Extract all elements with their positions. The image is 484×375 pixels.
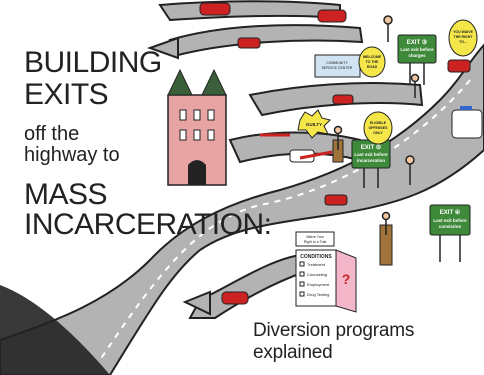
top-exit-road-2 <box>158 0 341 22</box>
police-car <box>451 106 483 139</box>
arrow-left-top <box>147 36 179 60</box>
prison-castle <box>167 68 227 186</box>
svg-text:Counseling: Counseling <box>307 272 327 277</box>
svg-text:Waive Your: Waive Your <box>306 235 324 239</box>
svg-text:?: ? <box>342 271 351 287</box>
top-exit-road-1 <box>168 24 364 57</box>
road-shadow <box>0 285 110 375</box>
car-red <box>324 194 348 206</box>
conditions-board: Waive Your Right to a Trial CONDITIONS T… <box>295 231 357 313</box>
waive-bubble: YOU WAIVE THE RIGHT TO... <box>448 19 478 57</box>
conditions-title: CONDITIONS <box>300 254 332 260</box>
title-line-incarceration: INCARCERATION: <box>24 208 272 241</box>
car-red <box>332 94 354 105</box>
exit-sign-5: EXIT ⑤ Last exit before incarceration <box>351 139 391 188</box>
svg-text:ELIGIBLE: ELIGIBLE <box>370 121 387 125</box>
svg-text:ONLY: ONLY <box>373 131 383 135</box>
car-red <box>199 2 231 16</box>
svg-text:THE RIGHT: THE RIGHT <box>454 35 474 39</box>
svg-text:OFFENSES: OFFENSES <box>369 126 389 130</box>
subtitle: Diversion programs explained <box>253 320 415 363</box>
svg-text:Last exit before: Last exit before <box>433 218 467 223</box>
building-sign-text: COMMUNITY <box>326 61 348 65</box>
svg-text:EXIT ⑤: EXIT ⑤ <box>361 144 382 151</box>
barrier-gate <box>260 133 333 160</box>
car-red <box>447 59 471 73</box>
svg-text:WELCOME: WELCOME <box>363 55 382 59</box>
svg-text:Drug Testing: Drug Testing <box>307 292 329 297</box>
svg-text:EXIT ④: EXIT ④ <box>440 209 461 216</box>
exit-sign-3: EXIT ③ Last exit before charges <box>397 34 437 85</box>
guilty-bubble: GUILTY <box>297 109 331 139</box>
title-block: BUILDING EXITS off the highway to MASS I… <box>24 46 272 241</box>
car-red <box>237 37 261 49</box>
svg-text:ROAD: ROAD <box>367 65 378 69</box>
svg-text:Treatment: Treatment <box>307 262 326 267</box>
svg-text:charges: charges <box>408 53 426 58</box>
cars <box>199 2 471 305</box>
svg-text:SERVICE CENTER: SERVICE CENTER <box>322 66 353 70</box>
svg-text:GUILTY: GUILTY <box>306 122 322 127</box>
svg-text:incarceration: incarceration <box>357 158 386 163</box>
title-line-off-the: off the <box>24 123 80 145</box>
car-red <box>317 9 347 23</box>
svg-text:Employment: Employment <box>307 282 330 287</box>
svg-text:conviction: conviction <box>439 224 462 229</box>
svg-text:Last exit before: Last exit before <box>354 152 388 157</box>
svg-text:Last exit before: Last exit before <box>400 47 434 52</box>
svg-text:TO...: TO... <box>459 40 467 44</box>
title-line-highway-to: highway to <box>24 144 120 166</box>
exit-sign-4: EXIT ④ Last exit before conviction <box>429 204 471 262</box>
people <box>333 15 420 235</box>
car-red <box>221 291 249 305</box>
exit-3-label: EXIT ③ <box>407 39 428 46</box>
svg-text:TO THE: TO THE <box>366 60 379 64</box>
arrow-left-lower <box>182 290 211 316</box>
title-line-mass: MASS <box>24 178 108 211</box>
eligible-bubble: ELIGIBLE OFFENSES ONLY <box>363 111 393 145</box>
title-line-exits: EXITS <box>24 78 109 111</box>
svg-text:Right to a Trial: Right to a Trial <box>304 240 327 244</box>
svg-text:YOU WAIVE: YOU WAIVE <box>453 30 474 34</box>
lane-markings <box>99 79 471 361</box>
title-line-building: BUILDING <box>24 46 162 79</box>
community-service-building: COMMUNITY SERVICE CENTER <box>314 54 361 78</box>
welcome-bubble: WELCOME TO THE ROAD <box>358 46 386 78</box>
